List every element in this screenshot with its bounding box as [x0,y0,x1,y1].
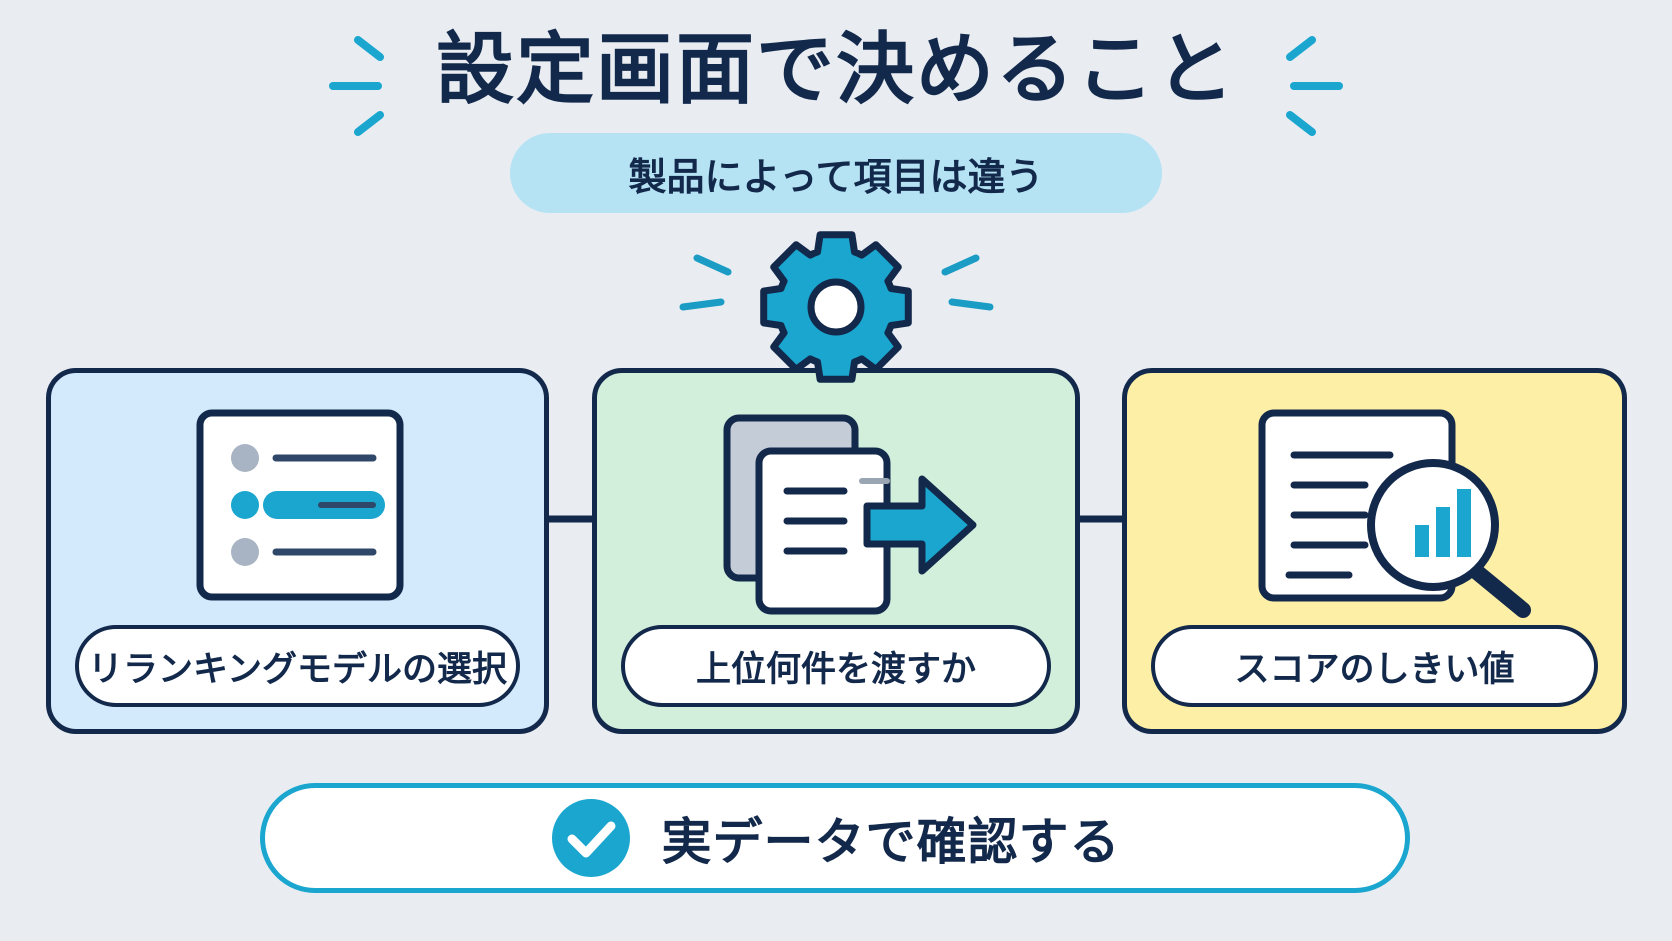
subtitle-pill: 製品によって項目は違う [510,133,1162,213]
card-label-pill: リランキングモデルの選択 [75,625,520,707]
title-spark-left-icon [329,36,384,136]
check-circle-icon [551,799,630,877]
document-magnifier-chart-icon [1258,409,1531,618]
page-title: 設定画面で決めること [435,25,1236,115]
document-transfer-icon [723,414,977,615]
list-select-icon [196,409,404,601]
card-label: スコアのしきい値 [1234,649,1515,690]
card-label-pill: スコアのしきい値 [1151,625,1598,707]
gear-spark-left-icon [679,254,732,311]
gear-spark-right-icon [941,254,994,311]
confirm-banner: 実データで確認する [260,783,1410,893]
card-score-threshold: スコアのしきい値 [1122,368,1627,734]
subtitle-text: 製品によって項目は違う [628,154,1044,199]
card-top-k: 上位何件を渡すか [592,368,1080,734]
card-reranking-model: リランキングモデルの選択 [46,368,549,734]
card-label: 上位何件を渡すか [695,649,976,690]
card-label-pill: 上位何件を渡すか [621,625,1051,707]
card-label: リランキングモデルの選択 [88,649,507,690]
confirm-text: 実データで確認する [661,813,1121,871]
title-spark-right-icon [1286,36,1343,136]
